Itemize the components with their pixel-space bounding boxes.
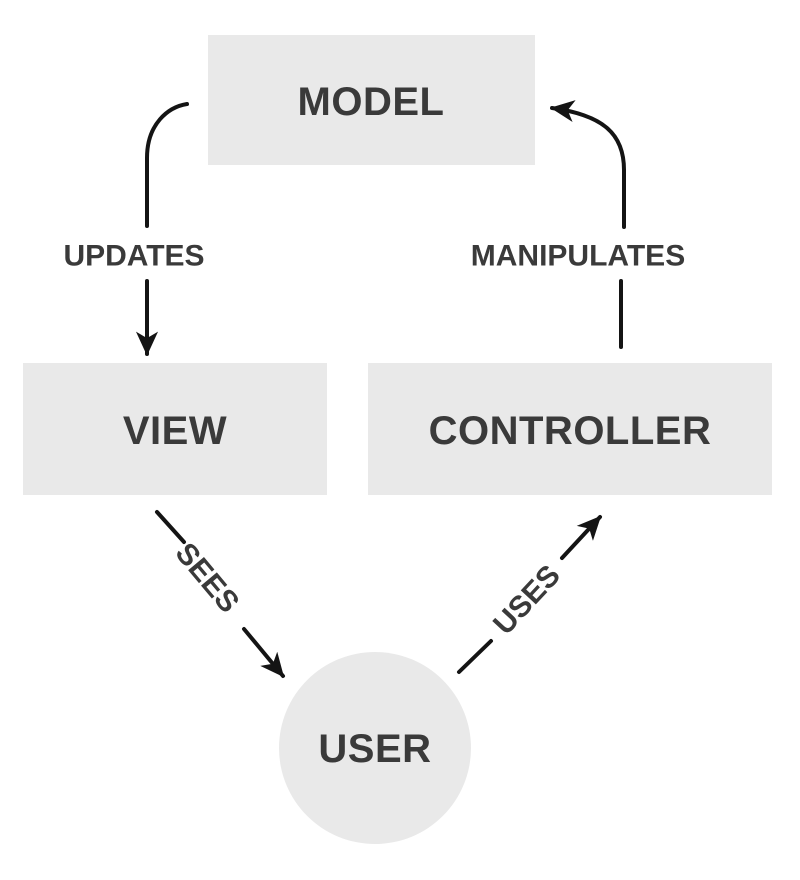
sees-line xyxy=(155,510,186,544)
sees-arrow-line xyxy=(242,627,285,678)
edge-model-to-view: UPDATES xyxy=(63,102,205,356)
uses-arrow-line xyxy=(560,515,602,560)
node-user: USER xyxy=(279,652,471,844)
model-box xyxy=(208,35,535,165)
controller-box xyxy=(368,363,772,495)
view-label: VIEW xyxy=(123,409,227,453)
edge-controller-to-model: MANIPULATES xyxy=(471,100,685,349)
manipulates-curve-arrow-line xyxy=(550,100,626,229)
model-label: MODEL xyxy=(298,80,445,124)
view-box xyxy=(23,363,327,495)
node-controller: CONTROLLER xyxy=(368,363,772,495)
user-label: USER xyxy=(318,727,431,771)
updates-label: UPDATES xyxy=(63,240,204,273)
uses-line xyxy=(457,639,493,674)
user-circle xyxy=(279,652,471,844)
node-model: MODEL xyxy=(208,35,535,165)
manipulates-label: MANIPULATES xyxy=(471,240,685,273)
updates-curve-line xyxy=(145,102,189,228)
node-view: VIEW xyxy=(23,363,327,495)
controller-label: CONTROLLER xyxy=(429,409,712,453)
